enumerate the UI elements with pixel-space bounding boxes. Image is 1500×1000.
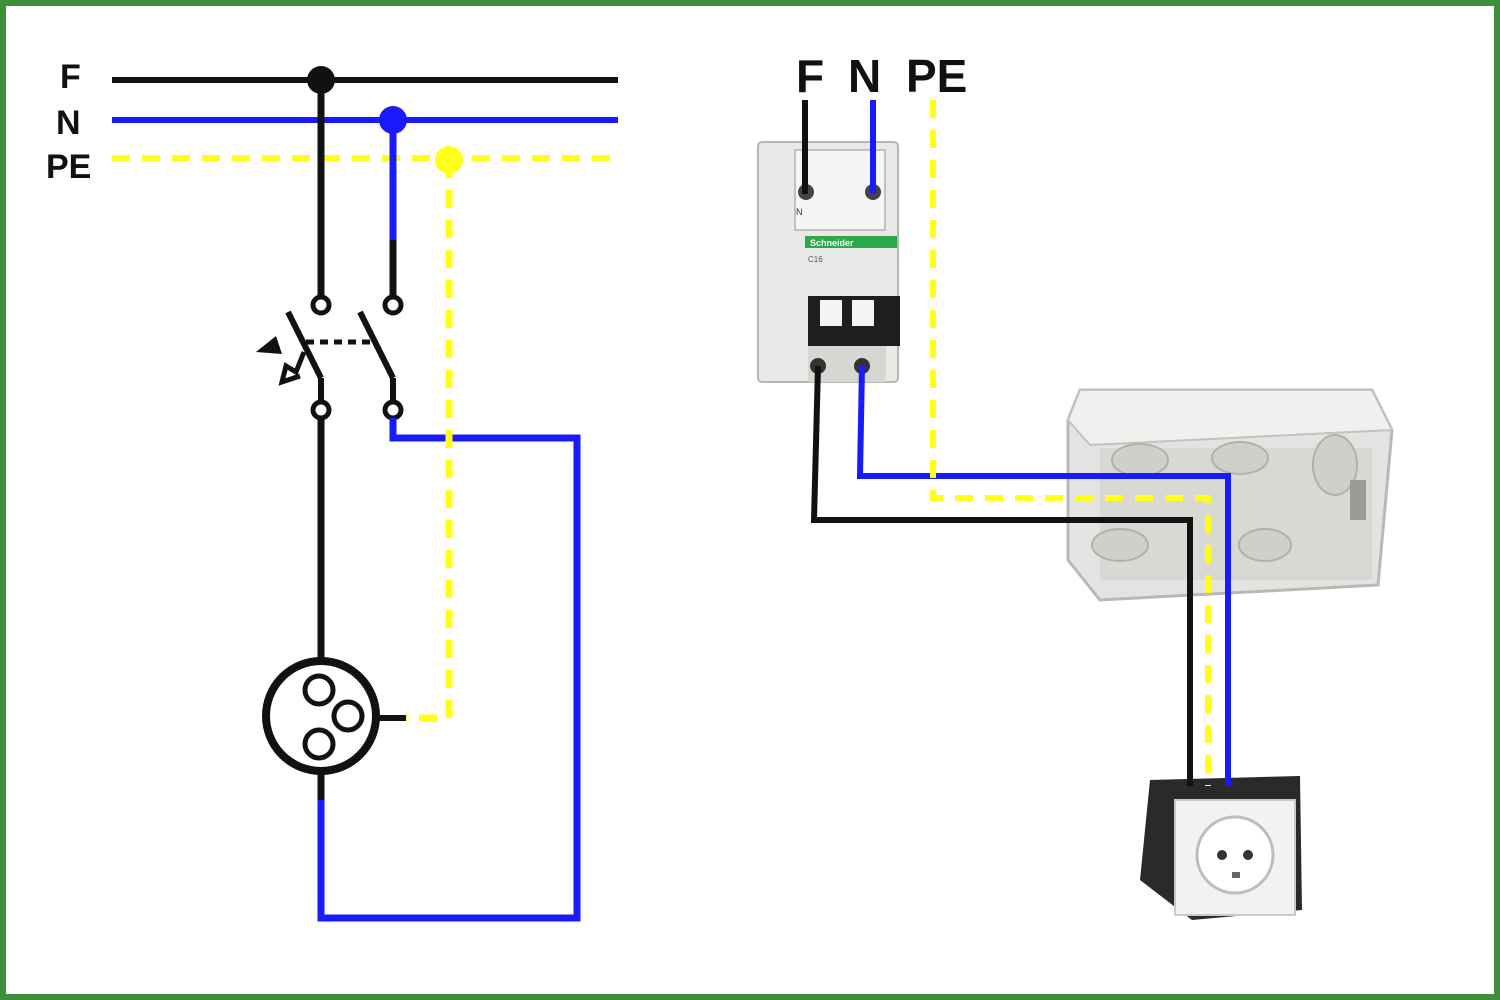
breaker-contact-top-right <box>382 294 404 316</box>
socket-pin-right <box>331 699 365 733</box>
breaker-toggle-left <box>820 300 842 326</box>
schematic: F N PE <box>46 58 618 922</box>
schematic-label-earth: PE <box>46 148 91 186</box>
earth-load-wire <box>406 160 453 722</box>
breaker-blade-right <box>357 310 396 380</box>
breaker-contact-bottom-right <box>382 399 404 421</box>
trip-symbol <box>278 351 307 386</box>
breaker-brand: Schneider <box>810 238 854 248</box>
circuit-breaker: N Schneider C16 <box>757 141 900 383</box>
breaker-contact-bottom-left <box>310 399 332 421</box>
knockout-1 <box>1111 443 1169 477</box>
socket-device <box>1140 776 1302 920</box>
wiring-label-neutral: N <box>848 50 881 102</box>
socket-recess <box>1195 815 1275 895</box>
schematic-label-neutral: N <box>56 104 81 142</box>
breaker-blade-left <box>285 310 324 380</box>
diagram-svg: F N PE <box>46 50 1394 922</box>
knockout-2 <box>1211 441 1269 475</box>
junction-box-rim <box>1066 389 1394 447</box>
trip-arrow-icon <box>256 336 282 354</box>
breaker-contact-top-left <box>310 294 332 316</box>
breaker-terminal-mark: N <box>796 207 803 217</box>
breaker-rating: C16 <box>808 255 823 264</box>
breaker-symbol <box>256 294 404 421</box>
breaker-brand-stripe <box>805 236 897 248</box>
socket-hole-right-icon <box>1243 850 1253 860</box>
wire-phase-out <box>810 365 1193 786</box>
knockout-4 <box>1091 528 1149 562</box>
socket-pin-top <box>302 673 336 707</box>
socket-pin-bottom <box>302 727 336 761</box>
wiring-label-phase: F <box>796 50 824 102</box>
knockout-3 <box>1312 434 1358 496</box>
neutral-load-wire <box>317 418 581 922</box>
mounting-screw-icon <box>1350 480 1366 520</box>
socket-symbol <box>262 640 406 800</box>
socket-hole-left-icon <box>1217 850 1227 860</box>
wire-neutral-out <box>856 365 1231 786</box>
socket-earth-clip-icon <box>1232 872 1240 878</box>
knockout-5 <box>1238 528 1292 562</box>
wiring-label-earth: PE <box>906 50 967 102</box>
schematic-label-phase: F <box>60 58 81 96</box>
wiring-pictorial: F N PE N Schneider C16 <box>757 50 1394 920</box>
breaker-toggle-right <box>852 300 874 326</box>
wire-earth <box>930 100 1211 786</box>
